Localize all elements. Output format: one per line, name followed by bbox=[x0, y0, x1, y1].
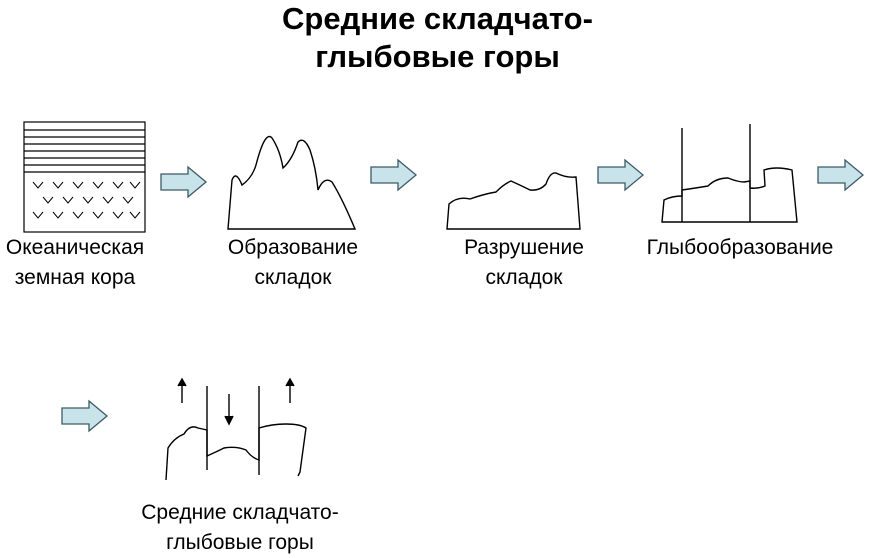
flow-arrow-2 bbox=[370, 159, 417, 191]
uplift-arrow-left bbox=[177, 377, 187, 403]
blocked-mountain-profile bbox=[661, 167, 798, 223]
erosion-illustration bbox=[446, 172, 581, 230]
stage-caption-block-formation: Глыбообразование bbox=[626, 233, 854, 263]
diagram-title-line-1: Средние складчато- bbox=[282, 1, 593, 36]
folded-mountain-profile bbox=[227, 135, 357, 230]
stage-caption-line-2: земная кора bbox=[14, 266, 136, 289]
stage-caption-line-1: Глыбообразование bbox=[646, 236, 834, 259]
stage-caption-line-1: Разрушение bbox=[464, 236, 584, 259]
stage-caption-line-1: Средние складчато- bbox=[141, 501, 339, 524]
stage-caption-fold-block-mountains: Средние складчато- глыбовые горы bbox=[110, 498, 370, 558]
stage-caption-line-2: глыбовые горы bbox=[166, 531, 314, 554]
diagram-title-line-2: глыбовые горы bbox=[315, 39, 560, 74]
sediment-layers bbox=[24, 129, 145, 173]
diagram-title: Средние складчато- глыбовые горы bbox=[0, 0, 875, 76]
uplift-arrow-right bbox=[285, 377, 295, 403]
flow-arrow-1 bbox=[160, 166, 207, 198]
subsidence-arrow bbox=[224, 394, 234, 426]
stage-caption-line-1: Образование bbox=[227, 236, 359, 259]
flow-arrow-5 bbox=[61, 400, 108, 432]
basalt-pattern bbox=[32, 181, 141, 219]
oceanic-crust-illustration bbox=[23, 121, 146, 233]
fold-block-mountains-illustration bbox=[165, 377, 307, 481]
final-mountain-profile bbox=[165, 423, 307, 481]
crust-block-outline bbox=[23, 121, 146, 233]
stage-caption-oceanic-crust: Океаническая земная кора bbox=[0, 233, 168, 293]
stage-caption-line-1: Океаническая bbox=[5, 236, 145, 259]
stage-caption-line-2: складок bbox=[485, 266, 563, 289]
folding-illustration bbox=[227, 135, 357, 230]
block-formation-illustration bbox=[661, 124, 798, 223]
flow-arrow-4 bbox=[817, 159, 864, 191]
flow-arrow-3 bbox=[597, 159, 644, 191]
stage-caption-folding: Образование складок bbox=[202, 233, 384, 293]
stage-caption-line-2: складок bbox=[254, 266, 332, 289]
stage-caption-fold-destruction: Разрушение складок bbox=[434, 233, 614, 293]
eroded-mountain-profile bbox=[446, 172, 581, 230]
